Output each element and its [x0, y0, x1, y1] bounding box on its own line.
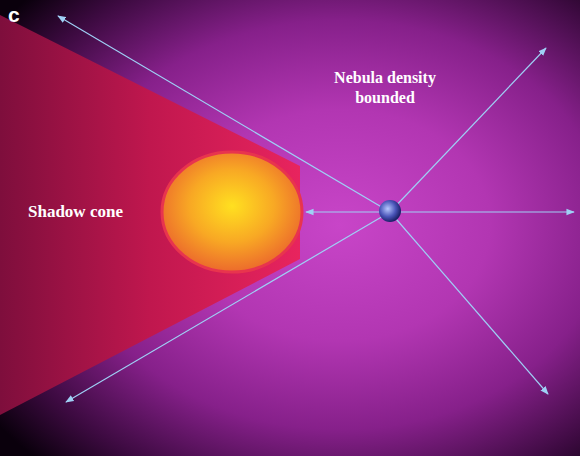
- region-label: Shadow cone: [28, 202, 123, 222]
- nebula-label: Nebula density bounded: [318, 68, 452, 108]
- central-star: [379, 200, 401, 222]
- shadow-cone: Shadow cone: [0, 0, 312, 456]
- panel-letter: c: [8, 2, 20, 28]
- cone-shape: [0, 0, 312, 456]
- dense-clump: [162, 152, 302, 272]
